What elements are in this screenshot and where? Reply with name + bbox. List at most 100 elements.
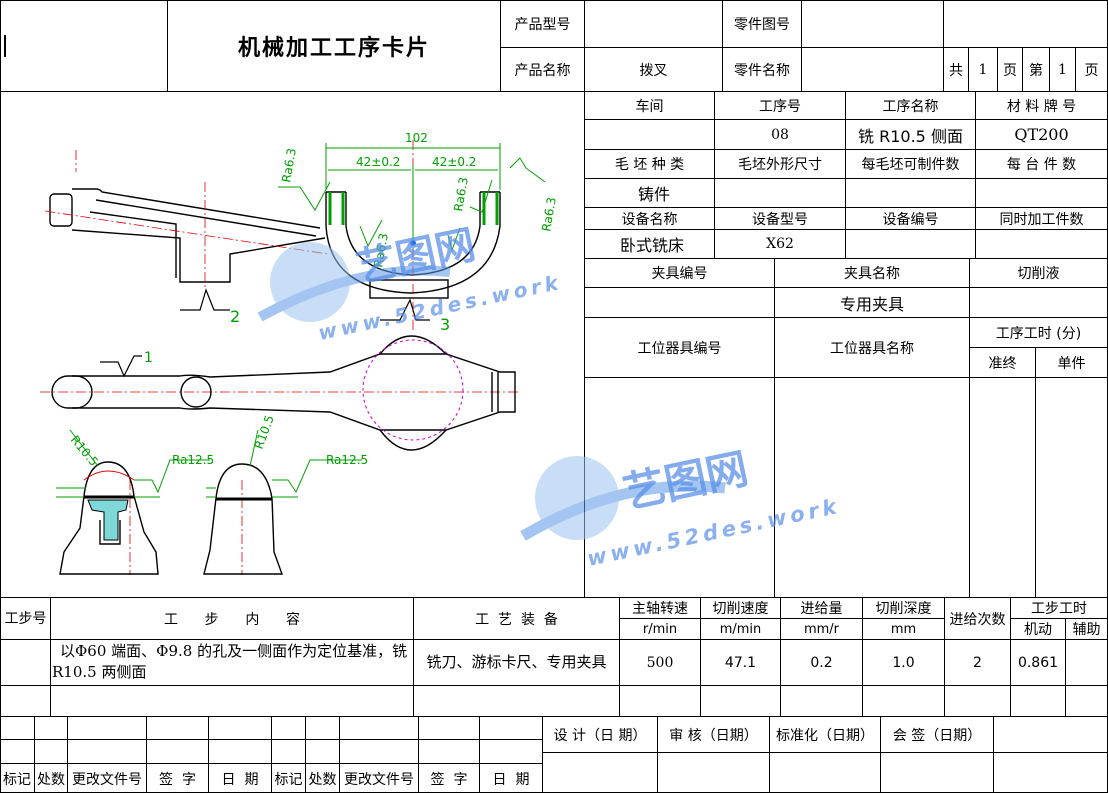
svg-text:42±0.2: 42±0.2 — [356, 155, 400, 169]
svg-text:R10.5: R10.5 — [252, 413, 277, 451]
footer-date-2: 日 期 — [492, 771, 530, 788]
step-row-passes: 2 — [973, 654, 982, 671]
svg-text:R10.5: R10.5 — [68, 433, 101, 469]
depth-label: 切削深度 — [875, 601, 932, 617]
footer-review-label: 审 核（日期） — [669, 727, 758, 744]
machined-surface-marks — [328, 192, 499, 225]
machined-top-edges — [84, 495, 272, 501]
part-name-label: 零件名称 — [734, 62, 790, 79]
step-row-machine-time: 0.861 — [1017, 654, 1059, 671]
total-pages: 1 — [978, 61, 988, 78]
watermark-url-2: www.52des.work — [585, 494, 842, 571]
watermark-logo-2: 艺图网 www.52des.work — [520, 444, 842, 571]
fixture-name-label: 夹具名称 — [844, 266, 900, 282]
watermark-brand-1: 艺图网 — [353, 222, 480, 292]
unit-time-label: 单件 — [1057, 355, 1086, 372]
svg-text:Ra6.3: Ra6.3 — [451, 176, 471, 212]
footer-count-2: 处数 — [308, 771, 337, 788]
aux-time-label: 辅助 — [1072, 622, 1101, 638]
svg-text:Ra6.3: Ra6.3 — [279, 147, 299, 183]
coolant-label: 切削液 — [1017, 266, 1060, 282]
material-value: QT200 — [1014, 125, 1069, 144]
step-row-equipment: 铣刀、游标卡尺、专用夹具 — [426, 653, 607, 671]
product-name-label: 产品名称 — [514, 62, 571, 79]
part-drawing: 102 42±0.2 42±0.2 Ra6.3 Ra6.3 Ra6.3 Ra6.… — [40, 131, 559, 575]
footer-date-1: 日 期 — [221, 771, 259, 788]
step-row-content: 以Φ60 端面、Φ9.8 的孔及一侧面作为定位基准，铣 R10.5 两侧面 — [52, 642, 408, 681]
svg-text:Ra12.5: Ra12.5 — [172, 453, 214, 467]
product-name-value[interactable]: 拨叉 — [639, 62, 668, 79]
page-title: 机械加工工序卡片 — [237, 35, 430, 61]
footer-sign-2: 签 字 — [430, 771, 468, 788]
footer-change-doc-2: 更改文件号 — [344, 771, 414, 788]
step-row-spindle: 500 — [646, 654, 674, 671]
passes-label: 进给次数 — [949, 611, 1006, 628]
feed-label: 进给量 — [800, 601, 843, 617]
fork-plan-view — [51, 335, 516, 451]
section-views — [59, 461, 283, 575]
section-dimension-lines — [56, 429, 362, 498]
blank-size-label: 毛坯外形尺寸 — [738, 157, 822, 173]
svg-text:Ra6.3: Ra6.3 — [371, 232, 391, 268]
product-model-value[interactable] — [585, 0, 722, 47]
workshop-label: 车间 — [635, 98, 664, 115]
station-name-label: 工位器具名称 — [830, 340, 914, 357]
depth-unit: mm — [890, 621, 917, 637]
step-no-label: 工步号 — [4, 610, 47, 627]
fixture-no-label: 夹具编号 — [651, 266, 708, 282]
op-no-label: 工序号 — [759, 98, 801, 115]
page-unit-label-2: 页 — [1084, 62, 1099, 79]
equip-model-label: 设备型号 — [752, 211, 808, 228]
op-name-label: 工序名称 — [882, 98, 939, 115]
total-label: 共 — [949, 62, 963, 79]
watermark-logo-1: 艺图网 www.52des.work — [257, 222, 564, 342]
dimension-lines — [278, 143, 546, 252]
prep-time-label: 准终 — [988, 355, 1017, 372]
svg-text:2: 2 — [230, 307, 240, 326]
svg-text:42±0.2: 42±0.2 — [432, 155, 476, 169]
feed-unit: mm/r — [803, 621, 840, 637]
datum-labels: 2 3 — [230, 307, 450, 334]
equip-model-value: X62 — [766, 236, 794, 252]
blank-type-label: 毛 坯 种 类 — [614, 157, 685, 173]
svg-text:102: 102 — [405, 131, 428, 145]
step-content-label: 工 步 内 容 — [163, 611, 301, 628]
footer-change-doc-1: 更改文件号 — [72, 771, 142, 788]
footer-count-1: 处数 — [37, 771, 65, 788]
product-model-label: 产品型号 — [514, 16, 571, 33]
datum-1-label: 1 — [144, 350, 153, 366]
machine-time-label: 机动 — [1024, 622, 1052, 638]
footer-mark-1: 标记 — [3, 771, 31, 788]
equip-no-label: 设备编号 — [882, 211, 939, 228]
spindle-label: 主轴转速 — [632, 601, 688, 617]
material-label: 材 料 牌 号 — [1006, 98, 1077, 115]
speed-label: 切削速度 — [712, 601, 769, 617]
svg-text:3: 3 — [440, 315, 450, 334]
footer-standard-label: 标准化（日期） — [776, 727, 874, 744]
centre-point-icon — [410, 240, 416, 246]
step-row-feed: 0.2 — [810, 654, 833, 671]
equip-name-value: 卧式铣床 — [619, 236, 684, 255]
step-row-speed: 47.1 — [724, 654, 757, 671]
svg-text:Ra6.3: Ra6.3 — [539, 196, 559, 232]
simul-label: 同时加工件数 — [999, 211, 1084, 228]
fixture-name-value: 专用夹具 — [839, 294, 904, 314]
op-no-value: 08 — [771, 126, 789, 143]
footer-design-label: 设 计（日 期） — [553, 727, 647, 744]
speed-unit: m/min — [719, 621, 762, 637]
per-blank-label: 每毛坯可制件数 — [861, 157, 960, 173]
step-time-label: 工步工时 — [1031, 601, 1087, 617]
footer-mark-2: 标记 — [274, 771, 303, 788]
page-no: 1 — [1058, 61, 1067, 78]
step-equipment-label: 工 艺 装 备 — [475, 611, 558, 628]
op-name-value: 铣 R10.5 侧面 — [858, 126, 963, 146]
blank-type-value: 铸件 — [637, 185, 670, 204]
page-no-label: 第 — [1029, 62, 1043, 79]
op-time-label: 工序工时 (分) — [995, 325, 1082, 342]
step-row-depth: 1.0 — [892, 654, 915, 671]
dimension-texts: 102 42±0.2 42±0.2 Ra6.3 Ra6.3 Ra6.3 Ra6.… — [279, 131, 559, 269]
per-machine-label: 每 台 件 数 — [1006, 157, 1077, 173]
hatched-section — [87, 499, 129, 541]
equip-name-label: 设备名称 — [621, 211, 678, 228]
